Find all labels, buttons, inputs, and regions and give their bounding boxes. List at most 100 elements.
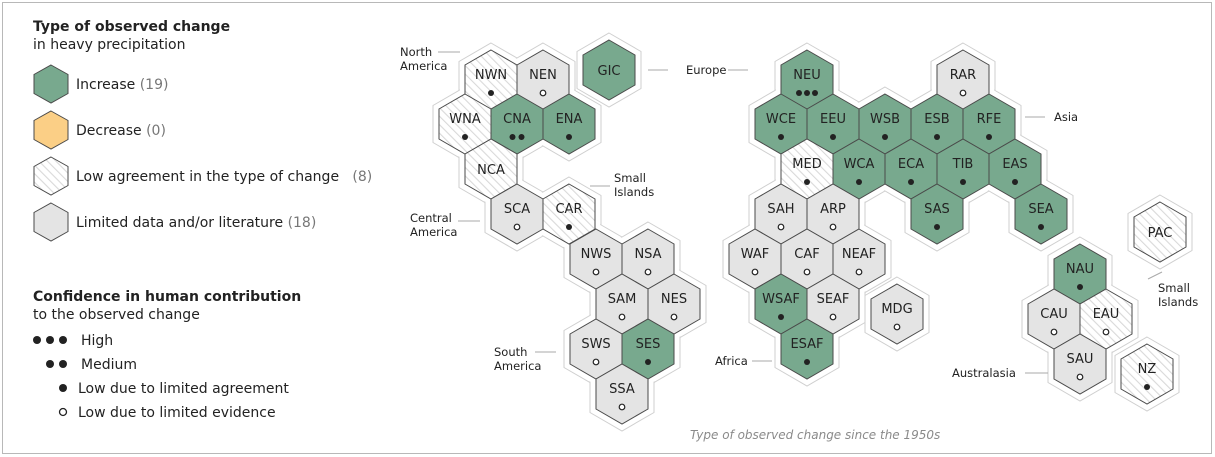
open-dot-icon [644, 268, 652, 276]
filled-dot-icon [934, 224, 940, 230]
legend-label: Limited data and/or literature [76, 215, 284, 231]
region-hex-sca: SCA [490, 183, 544, 245]
open-dot-icon [829, 313, 837, 321]
increase-swatch-icon [33, 64, 69, 104]
open-dot-icon [803, 268, 811, 276]
open-dot-icon [893, 323, 901, 331]
region-code-label: NEU [793, 68, 820, 83]
region-hex-ssa: SSA [595, 363, 649, 425]
confidence-label: Low due to limited evidence [78, 405, 276, 421]
legend-count: (19) [139, 77, 169, 93]
region-hex-tib: TIB [936, 138, 990, 200]
region-code-label: WNA [449, 112, 481, 127]
region-code-label: CAR [555, 202, 582, 217]
open-dot-icon [58, 407, 68, 417]
confidence-item-low-agreement: Low due to limited agreement [33, 378, 393, 402]
filled-dot-icon [796, 90, 802, 96]
filled-dot-icon [462, 134, 468, 140]
open-dot-icon [539, 89, 547, 97]
region-hex-nsa: NSA [621, 228, 675, 290]
region-code-label: WSAF [762, 292, 800, 307]
region-code-label: CAU [1040, 307, 1068, 322]
type-legend: Type of observed change in heavy precipi… [33, 18, 403, 248]
region-hex-car: CAR [542, 183, 596, 245]
region-code-label: ESAF [790, 337, 823, 352]
hex-shape [870, 283, 924, 345]
filled-dot-icon [566, 134, 572, 140]
region-hex-eas: EAS [988, 138, 1042, 200]
region-code-label: NCA [477, 163, 505, 178]
region-code-label: NAU [1066, 262, 1094, 277]
region-hex-wsb: WSB [858, 93, 912, 155]
region-code-label: ENA [556, 112, 583, 127]
region-hex-nz: NZ [1120, 343, 1174, 405]
filled-dot-icon [804, 359, 810, 365]
region-code-label: GIC [598, 64, 621, 79]
region-hex-esaf: ESAF [780, 318, 834, 380]
region-hex-neu: NEU [780, 49, 834, 111]
map-caption: Type of observed change since the 1950s [690, 428, 940, 442]
filled-dot-icon [566, 224, 572, 230]
region-hex-pac: PAC [1133, 201, 1187, 263]
legend-count: (8) [352, 169, 373, 185]
legend-item-increase: Increase (19) [33, 64, 403, 110]
region-hex-rar: RAR [936, 49, 990, 111]
filled-dot-icon [908, 179, 914, 185]
hex-shape [1014, 183, 1068, 245]
region-hex-nwn: NWN [464, 49, 518, 111]
region-hex-sea: SEA [1014, 183, 1068, 245]
region-hex-sau: SAU [1053, 333, 1107, 395]
group-label-asia: Asia [1054, 110, 1078, 124]
region-code-label: WAF [741, 247, 770, 262]
legend-item-decrease: Decrease (0) [33, 110, 403, 156]
region-hex-nen: NEN [516, 49, 570, 111]
legend-item-limited-data: Limited data and/or literature (18) [33, 202, 403, 248]
open-dot-icon [592, 358, 600, 366]
filled-dot-icon [509, 134, 516, 140]
region-hex-wca: WCA [832, 138, 886, 200]
region-hex-gic: GIC [582, 39, 636, 101]
open-dot-icon [777, 223, 785, 231]
region-hex-ena: ENA [542, 93, 596, 155]
region-code-label: MDG [881, 302, 912, 317]
region-code-label: SEAF [817, 292, 850, 307]
open-dot-icon [670, 313, 678, 321]
filled-dot-icon [856, 179, 862, 185]
region-code-label: SAH [767, 202, 794, 217]
region-hex-wna: WNA [438, 93, 492, 155]
region-code-label: MED [792, 157, 821, 172]
filled-dot-icon [830, 134, 836, 140]
three-dots-icon [33, 336, 67, 344]
region-code-label: NZ [1138, 362, 1157, 377]
region-code-label: NEAF [842, 247, 876, 262]
region-code-label: RAR [950, 68, 976, 83]
region-code-label: NWS [581, 247, 612, 262]
open-dot-icon [618, 313, 626, 321]
region-code-label: EAS [1002, 157, 1027, 172]
region-code-label: SWS [581, 337, 610, 352]
region-code-label: SSA [609, 382, 635, 397]
region-code-label: SAS [924, 202, 950, 217]
open-dot-icon [513, 223, 521, 231]
confidence-item-high: High [33, 330, 393, 354]
filled-dot-icon [59, 384, 67, 392]
region-code-label: NSA [634, 247, 661, 262]
region-code-label: EEU [820, 112, 846, 127]
legend-label: Low agreement in the type of change [76, 169, 340, 185]
filled-dot-icon [1077, 284, 1083, 290]
group-leader-lines [438, 51, 1163, 374]
region-hex-wce: WCE [754, 93, 808, 155]
filled-dot-icon [986, 134, 992, 140]
region-hex-eeu: EEU [806, 93, 860, 155]
region-code-label: PAC [1148, 226, 1173, 241]
region-code-label: WSB [870, 112, 900, 127]
region-code-label: SAM [608, 292, 637, 307]
open-dot-icon [959, 89, 967, 97]
region-hex-seaf: SEAF [806, 273, 860, 335]
region-code-label: SEA [1028, 202, 1053, 217]
open-dot-icon [618, 403, 626, 411]
